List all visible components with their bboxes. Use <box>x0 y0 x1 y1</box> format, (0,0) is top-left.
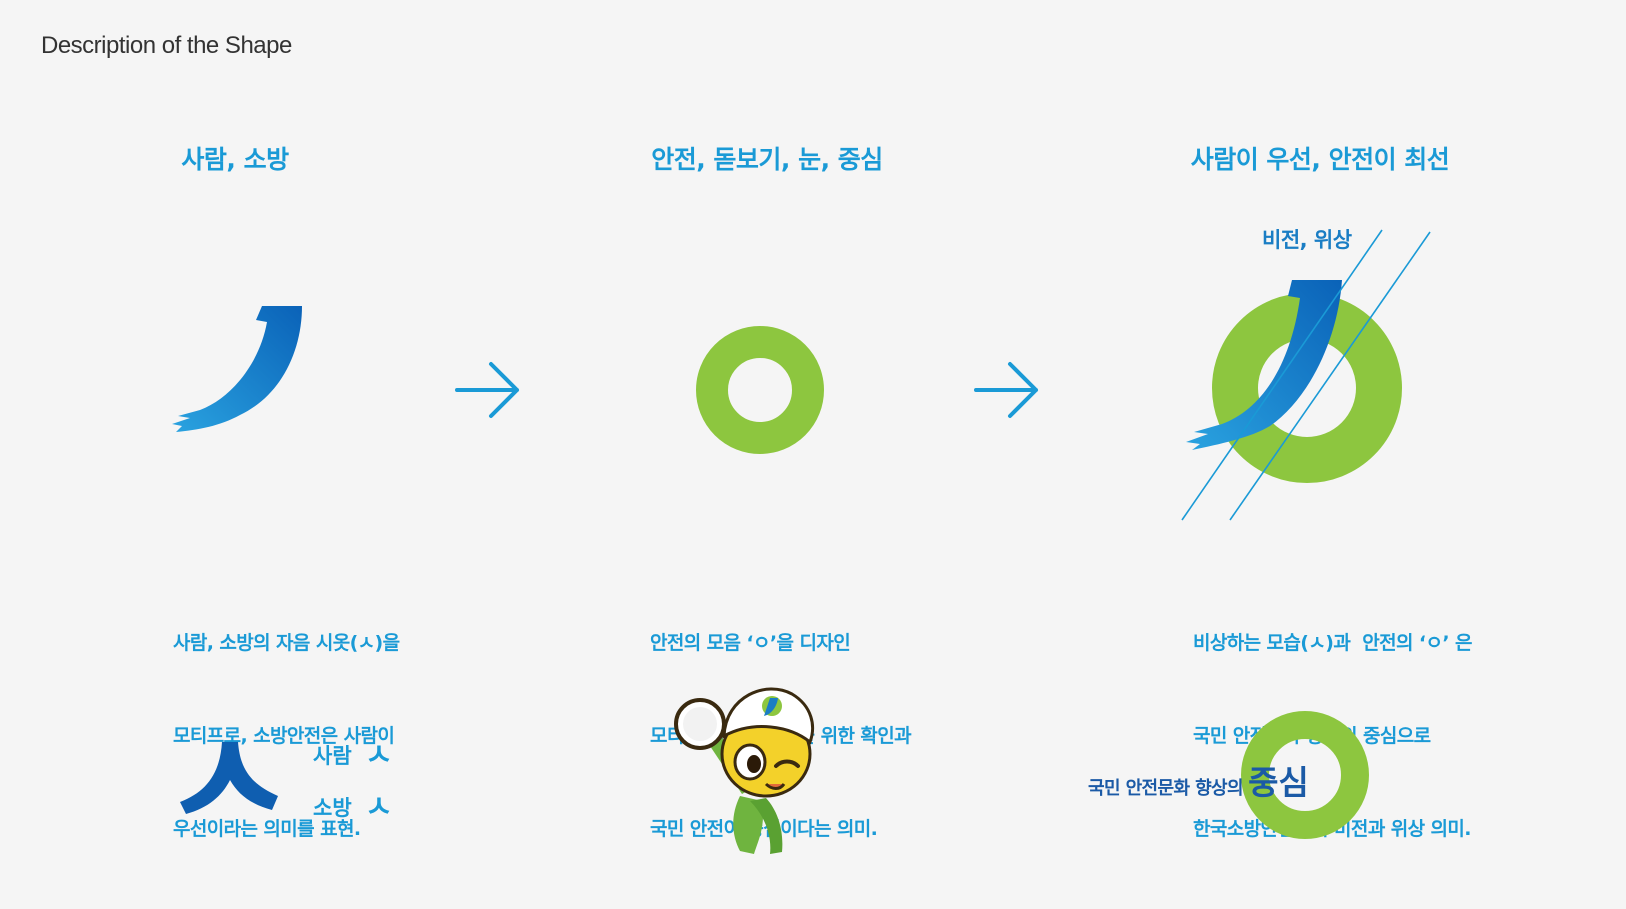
description-line: 비상하는 모습(ㅅ)과 안전의 ‘ㅇ’ 은 <box>1193 632 1473 654</box>
page-title: Description of the Shape <box>41 32 292 59</box>
arrow-right-icon <box>455 362 519 418</box>
column-title-safety: 안전, 돋보기, 눈, 중심 <box>651 145 883 174</box>
legend-glyph-fire: ㅅ <box>365 790 393 825</box>
logo-mark-icon <box>1181 229 1431 521</box>
description-person: 사람, 소방의 자음 시옷(ㅅ)을 모티프로, 소방안전은 사람이 우선이라는 … <box>173 566 400 876</box>
description-line: 사람, 소방의 자음 시옷(ㅅ)을 <box>173 632 400 654</box>
description-line: 우선이라는 의미를 표현. <box>173 818 361 840</box>
column-title-priority: 사람이 우선, 안전이 최선 <box>1190 145 1450 174</box>
center-caption-emphasis: 중심 <box>1248 763 1309 802</box>
legend-word-person: 사람 <box>313 744 352 768</box>
arrow-right-icon <box>974 362 1038 418</box>
description-line: 모티프로, 소방안전은 사람이 <box>173 725 395 747</box>
center-caption: 국민 안전문화 향상의 중심 <box>1088 756 1309 804</box>
brush-stroke-icon <box>172 306 302 432</box>
column-title-person: 사람, 소방 <box>181 145 289 174</box>
legend-glyph-person: ㅅ <box>365 738 393 773</box>
legend-word-fire: 소방 <box>313 796 352 820</box>
center-caption-text: 국민 안전문화 향상의 <box>1088 778 1244 799</box>
description-line: 안전의 모음 ‘ㅇ’을 디자인 <box>650 632 851 654</box>
green-ring-icon <box>696 326 824 454</box>
vision-label: 비전, 위상 <box>1262 228 1352 252</box>
siot-glyph-icon <box>180 742 278 814</box>
green-ring-icon <box>1241 711 1369 839</box>
mascot-icon <box>674 687 815 854</box>
